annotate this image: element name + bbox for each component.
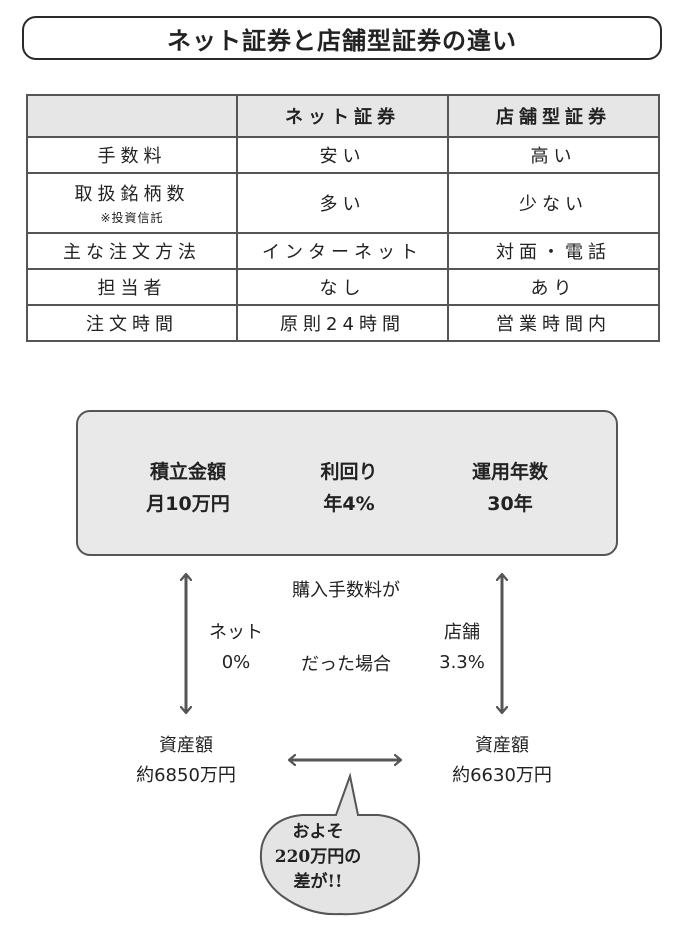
condition-label: 運用年数 <box>471 461 548 483</box>
row-label: 取扱銘柄数※投資信託 <box>26 172 238 234</box>
conditions-panel: 積立金額 月10万円 利回り 年4% 運用年数 30年 <box>76 410 618 556</box>
header-store: 店舗型証券 <box>447 94 660 138</box>
header-net: ネット証券 <box>236 94 449 138</box>
row-label: 主な注文方法 <box>26 232 238 270</box>
cell-net: 多い <box>236 172 449 234</box>
page-title: ネット証券と店舗型証券の違い <box>167 26 517 55</box>
store-asset-label: 資産額 <box>475 735 529 756</box>
cell-store: あり <box>447 268 660 306</box>
title-box: ネット証券と店舗型証券の違い <box>22 16 662 60</box>
bubble-line: およそ <box>292 822 344 842</box>
store-label: 店舗 <box>444 622 480 643</box>
header-empty <box>26 94 238 138</box>
cell-net: 原則24時間 <box>236 304 449 342</box>
net-label: ネット <box>209 622 263 643</box>
fee-condition-line1: 購入手数料が <box>292 580 400 601</box>
cell-net: 安い <box>236 136 449 174</box>
table-row: 主な注文方法 インターネット 対面・電話 <box>26 232 660 270</box>
comparison-table: ネット証券 店舗型証券 手数料 安い 高い 取扱銘柄数※投資信託 多い 少ない … <box>26 94 660 342</box>
condition-value: 月10万円 <box>146 493 230 515</box>
cell-store: 少ない <box>447 172 660 234</box>
net-asset-value: 約6850万円 <box>136 765 236 786</box>
table-header-row: ネット証券 店舗型証券 <box>26 94 660 138</box>
speech-bubble <box>260 772 420 916</box>
condition-yield: 利回り 年4% <box>279 456 419 520</box>
fee-condition-line2: だった場合 <box>301 654 391 675</box>
cell-store: 対面・電話 <box>447 232 660 270</box>
cell-store: 高い <box>447 136 660 174</box>
net-fee: 0% <box>221 652 251 673</box>
row-label: 担当者 <box>26 268 238 306</box>
store-asset-value: 約6630万円 <box>452 765 552 786</box>
bubble-text: およそ 220万円の 差が!! <box>248 820 388 895</box>
table-row: 手数料 安い 高い <box>26 136 660 174</box>
condition-value: 年4% <box>323 493 375 515</box>
condition-value: 30年 <box>487 493 533 515</box>
net-asset-label: 資産額 <box>159 735 213 756</box>
row-label: 注文時間 <box>26 304 238 342</box>
table-row: 担当者 なし あり <box>26 268 660 306</box>
cell-net: インターネット <box>236 232 449 270</box>
condition-years: 運用年数 30年 <box>440 456 580 520</box>
bubble-line: 220万円の <box>274 847 362 867</box>
table-row: 注文時間 原則24時間 営業時間内 <box>26 304 660 342</box>
table-row: 取扱銘柄数※投資信託 多い 少ない <box>26 172 660 234</box>
cell-net: なし <box>236 268 449 306</box>
condition-label: 積立金額 <box>149 461 226 483</box>
condition-monthly: 積立金額 月10万円 <box>118 456 258 520</box>
store-fee: 3.3% <box>439 652 485 673</box>
bubble-line: 差が!! <box>293 872 343 892</box>
cell-store: 営業時間内 <box>447 304 660 342</box>
row-sublabel: ※投資信託 <box>100 211 164 225</box>
row-label: 手数料 <box>26 136 238 174</box>
condition-label: 利回り <box>320 461 378 483</box>
